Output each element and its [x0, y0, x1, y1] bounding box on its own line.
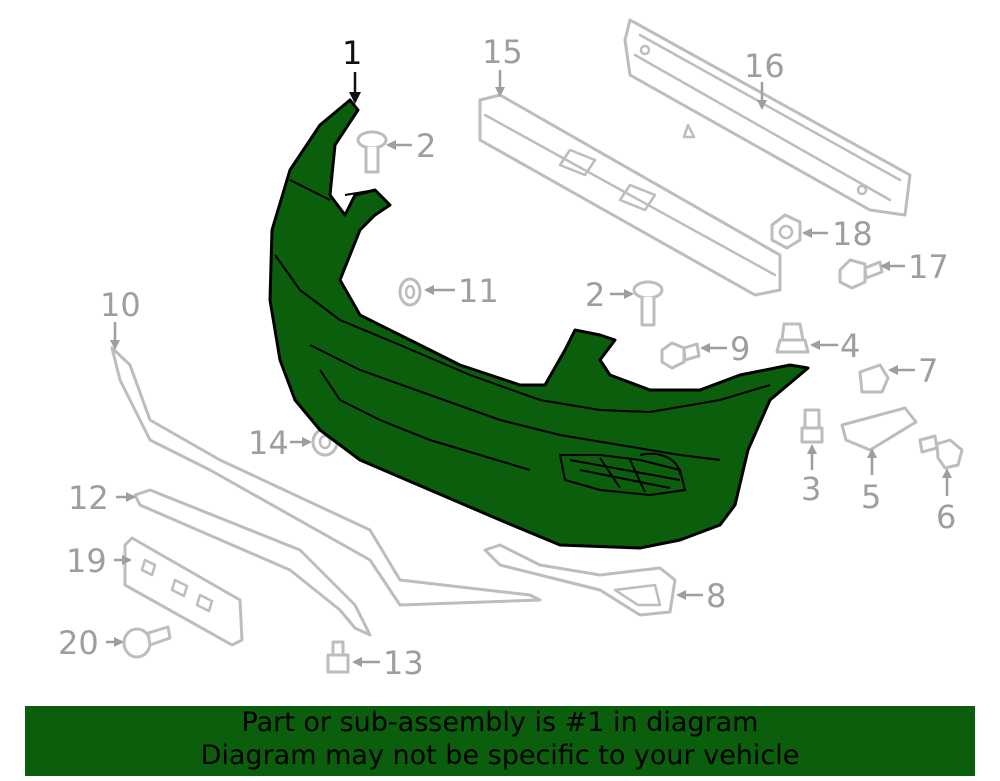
- callout-15-label: 15: [482, 33, 523, 71]
- part-3-bolt: [800, 408, 824, 444]
- part-17-bolt: [838, 258, 884, 290]
- callout-6-label: 6: [936, 498, 956, 536]
- banner-line-1: Part or sub-assembly is #1 in diagram: [241, 707, 759, 738]
- callout-12-label: 12: [68, 479, 109, 517]
- callout-13-label: 13: [383, 644, 424, 682]
- callout-19-label: 19: [66, 542, 107, 580]
- callout-10: 10: [100, 286, 141, 350]
- callout-2-upper-label: 2: [416, 127, 436, 165]
- callout-14: 14: [248, 424, 312, 462]
- callout-13: 13: [352, 644, 424, 682]
- callout-19: 19: [66, 542, 132, 580]
- callout-1: 1: [342, 34, 362, 104]
- callout-20: 20: [58, 624, 124, 662]
- part-20-screw: [122, 625, 172, 659]
- callout-9: 9: [700, 330, 750, 368]
- callout-16: 16: [744, 47, 785, 110]
- callout-18: 18: [802, 215, 873, 253]
- callout-7-label: 7: [918, 352, 938, 390]
- callout-3-label: 3: [801, 470, 821, 508]
- callout-11-label: 11: [458, 272, 499, 310]
- callout-5: 5: [861, 448, 881, 516]
- part-9-bolt: [660, 341, 701, 370]
- part-12-molding: [133, 488, 372, 637]
- part-18-nut: [770, 213, 802, 250]
- callout-14-label: 14: [248, 424, 289, 462]
- callout-3: 3: [801, 444, 821, 508]
- part-11-grommet: [398, 277, 422, 307]
- part-16-reinforcement-bar: [623, 18, 912, 217]
- callout-20-label: 20: [58, 624, 99, 662]
- callout-11: 11: [424, 272, 499, 310]
- callout-6: 6: [936, 468, 956, 536]
- callout-18-label: 18: [832, 215, 873, 253]
- part-5-bracket: [840, 406, 918, 452]
- info-banner: Part or sub-assembly is #1 in diagram Di…: [25, 706, 975, 776]
- part-2-clip-middle: [632, 280, 664, 327]
- part-1-bumper-cover: [268, 98, 810, 550]
- part-2-clip-upper: [356, 130, 388, 174]
- parts-diagram: 1 2 15 16 18 17 11 2 9 4 7 10: [58, 18, 964, 682]
- callout-9-label: 9: [730, 330, 750, 368]
- part-8-grille-trim: [483, 543, 677, 617]
- callout-15: 15: [482, 33, 523, 97]
- callout-7: 7: [888, 352, 938, 390]
- callout-17: 17: [880, 248, 949, 286]
- callout-8: 8: [676, 577, 726, 615]
- callout-5-label: 5: [861, 478, 881, 516]
- callout-17-label: 17: [908, 248, 949, 286]
- part-4-nut: [775, 322, 810, 354]
- callout-2-middle-label: 2: [585, 276, 605, 314]
- part-13-bolt: [326, 640, 350, 674]
- part-19-license-bracket: [123, 536, 244, 647]
- callout-4-label: 4: [840, 327, 860, 365]
- callout-4: 4: [810, 327, 860, 365]
- part-10-lower-strip: [110, 346, 542, 607]
- part-6-bolt: [918, 434, 964, 470]
- callout-2-middle: 2: [585, 276, 634, 314]
- callout-12: 12: [68, 479, 136, 517]
- part-7-clip: [858, 363, 890, 394]
- callout-8-label: 8: [706, 577, 726, 615]
- banner-line-2: Diagram may not be specific to your vehi…: [200, 740, 800, 771]
- callout-16-label: 16: [744, 47, 785, 85]
- callout-2-upper: 2: [386, 127, 436, 165]
- callout-1-label: 1: [342, 34, 362, 72]
- callout-10-label: 10: [100, 286, 141, 324]
